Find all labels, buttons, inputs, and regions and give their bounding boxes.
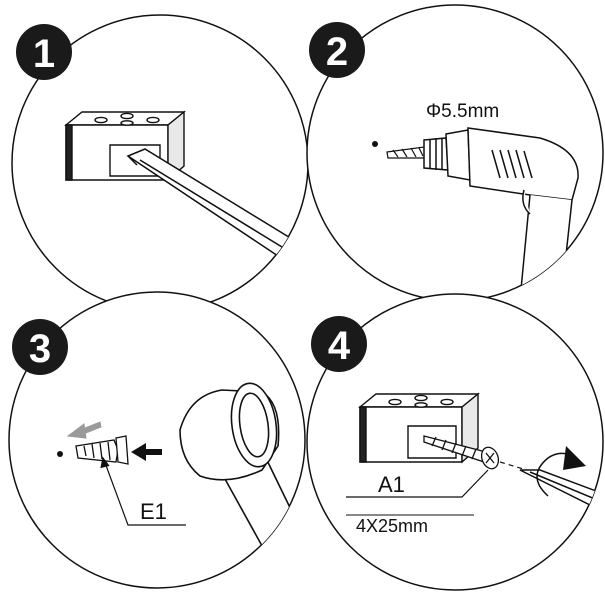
part-a1-callout [346,469,489,498]
alignment-line [499,461,541,475]
step-number: 3 [29,327,51,371]
rotation-arrowhead [563,446,586,470]
drill-size-label: Φ5.5mm [426,101,499,122]
step-badge [12,319,68,375]
step-2-panel: Φ5.5mm 2 [306,4,604,302]
part-a1-size: 4X25mm [356,516,428,536]
part-e1-callout [100,456,186,526]
step-3-frame [8,291,306,589]
step-number: 4 [328,324,351,368]
step-1-badge: 1 [16,24,72,80]
step-3-panel: E1 3 [8,291,306,589]
step-badge [311,316,367,372]
part-e1-label: E1 [140,499,167,524]
step-4-badge: 4 [311,316,367,372]
step-2-badge: 2 [309,22,365,78]
drill-mark-dot [372,141,378,147]
channel-bracket [358,392,480,464]
part-a1-label: A1 [378,472,405,497]
step-1-panel: 1 [11,14,309,312]
wall-anchor [75,435,129,465]
step-4-panel: A1 4X25mm 4 [306,293,604,591]
step-number: 2 [326,30,348,74]
step-number: 1 [33,32,55,76]
mounting-screw [423,435,500,470]
screwdriver [126,148,308,270]
push-arrow [131,443,162,461]
step-1-illustration [64,110,308,270]
wall-hole-dot [57,451,63,457]
step-badge [309,22,365,78]
rotation-arrow [536,452,573,497]
step-3-badge: 3 [12,319,68,375]
gray-direction-arrow [66,421,102,439]
step-4-illustration [346,392,603,518]
step-badge [16,24,72,80]
